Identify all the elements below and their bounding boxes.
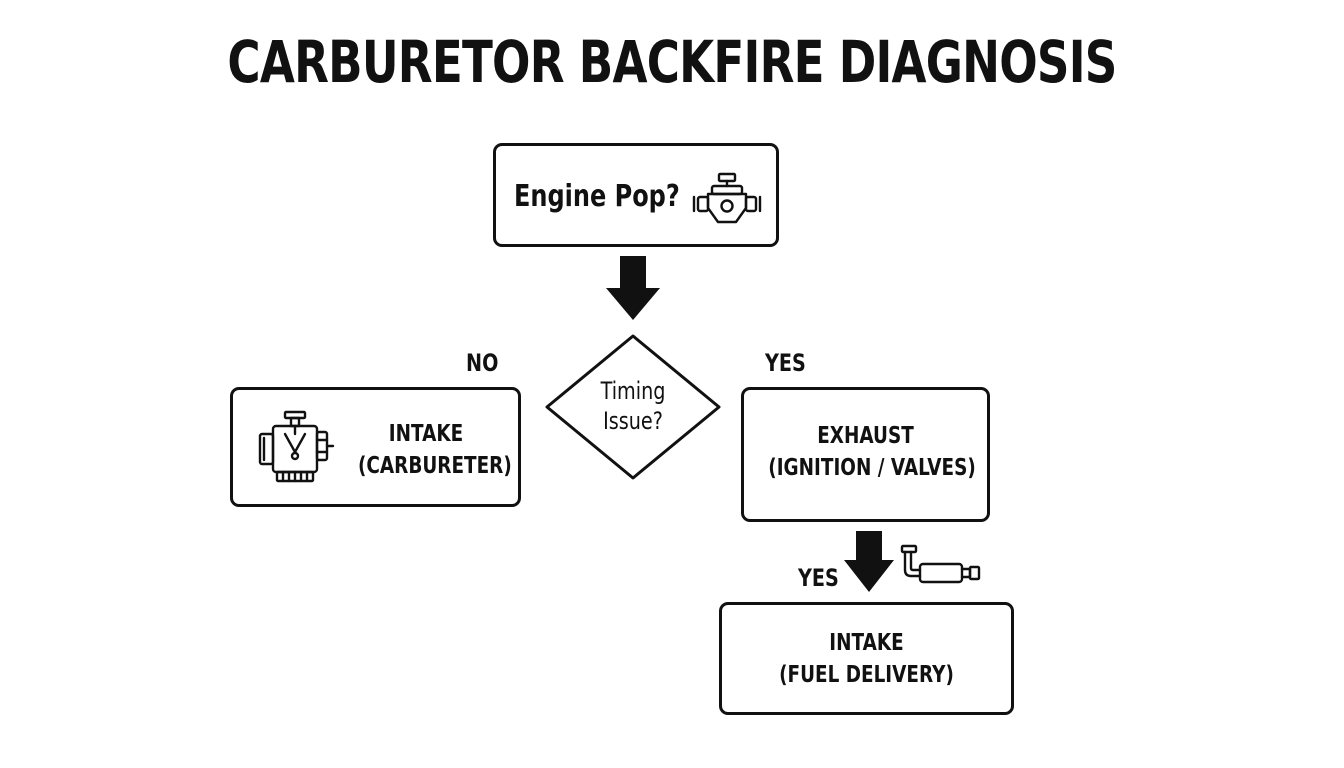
engine-icon (692, 172, 762, 224)
decision-diamond (545, 334, 721, 480)
node-intake-fuel-delivery-label: INTAKE (FUEL DELIVERY) (722, 627, 1011, 691)
node-intake-fuel-delivery-line-1: INTAKE (829, 630, 904, 656)
edge-label-yes: YES (765, 349, 806, 377)
diagram-title: CARBURETOR BACKFIRE DIAGNOSIS (227, 28, 1117, 96)
edge-label-no: NO (466, 349, 499, 377)
node-intake-carbureter-line-2: (CARBURETER) (358, 453, 512, 479)
node-intake-carbureter-label: INTAKE (CARBURETER) (341, 418, 512, 482)
node-engine-pop-label: Engine Pop? (514, 179, 680, 214)
node-intake-fuel-delivery: INTAKE (FUEL DELIVERY) (719, 602, 1014, 715)
node-exhaust-line-1: EXHAUST (817, 423, 914, 449)
decision-label: Timing Issue? (563, 376, 703, 436)
node-exhaust-line-2: (IGNITION / VALVES) (768, 455, 976, 481)
node-exhaust-label: EXHAUST (IGNITION / VALVES) (744, 420, 987, 484)
node-engine-pop: Engine Pop? (493, 143, 779, 247)
arrow-exhaust-to-bottom (844, 531, 894, 592)
carburetor-icon (258, 410, 335, 483)
node-exhaust: EXHAUST (IGNITION / VALVES) (741, 387, 990, 522)
edge-label-yes-bottom: YES (798, 564, 839, 592)
node-intake-carbureter-line-1: INTAKE (388, 421, 464, 447)
node-intake-carbureter: INTAKE (CARBURETER) (230, 387, 521, 507)
decision-line-2: Issue? (603, 407, 663, 435)
decision-line-1: Timing (600, 377, 666, 405)
exhaust-pipe-icon (900, 544, 981, 584)
arrow-start-to-decision (606, 256, 660, 320)
node-intake-fuel-delivery-line-2: (FUEL DELIVERY) (779, 662, 954, 688)
